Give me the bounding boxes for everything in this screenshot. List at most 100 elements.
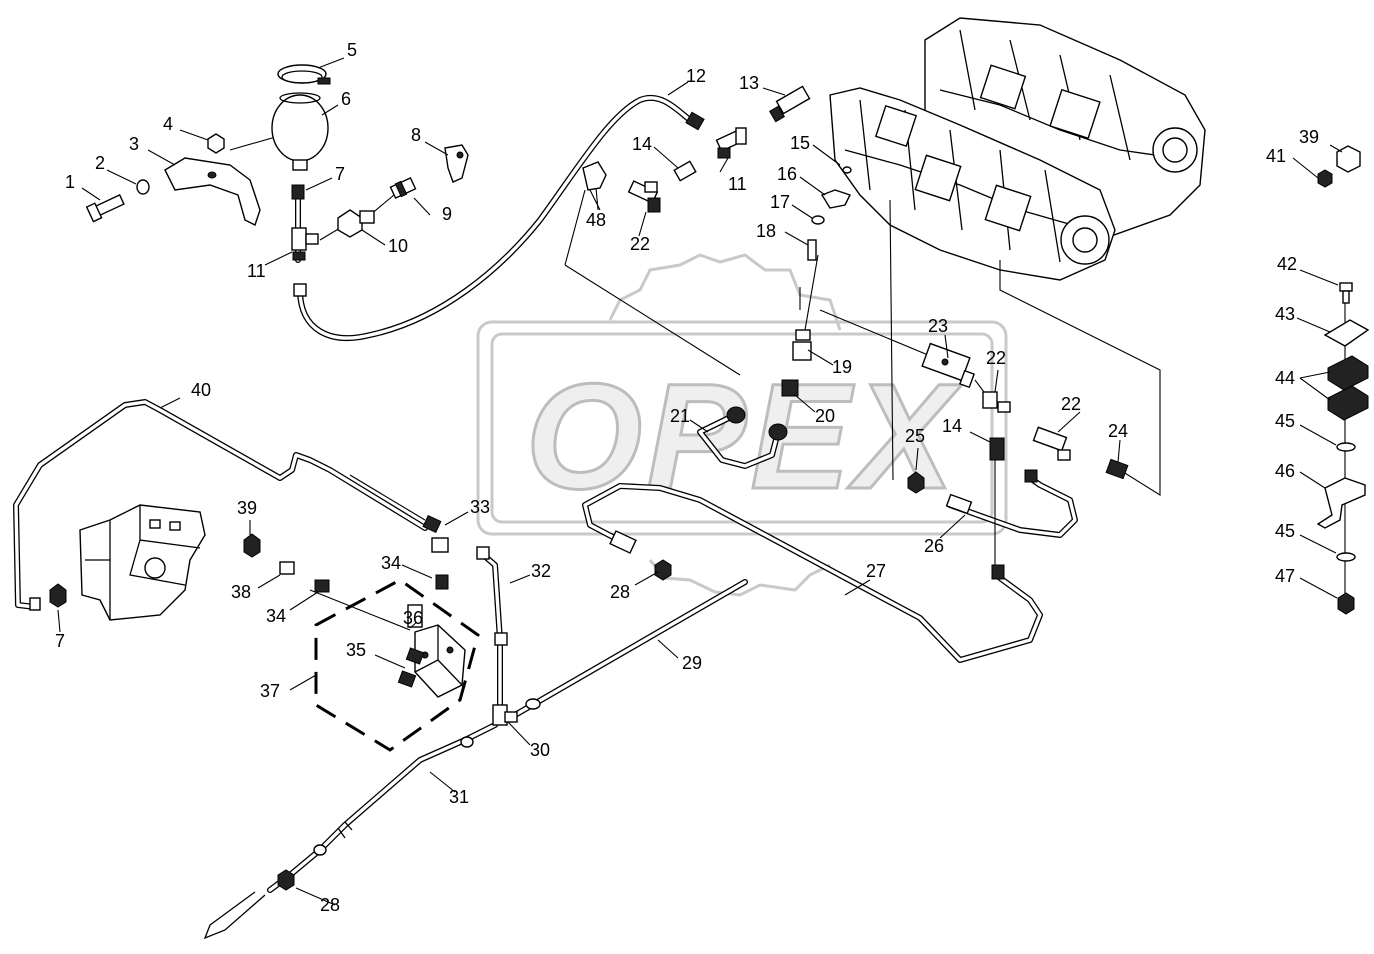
callout-42: 42 [1277,254,1297,274]
callout-10: 10 [388,236,408,256]
callout-22-right: 22 [1061,394,1081,414]
hydraulic-pump-assembly [829,17,1206,281]
valve-block-left [79,504,206,621]
callout-12: 12 [686,66,706,86]
callout-5: 5 [347,40,357,60]
nut-25 [907,471,925,494]
callout-35: 35 [346,640,366,660]
callout-41: 41 [1266,146,1286,166]
callout-3: 3 [129,134,139,154]
callout-29: 29 [682,653,702,673]
tee-22-top [627,180,661,213]
callout-labels: 1 2 3 4 5 6 7 7 8 9 10 11 11 12 13 14 14… [55,40,1319,915]
tee-11-right [715,127,747,159]
nut-47 [1337,592,1355,615]
washer-2 [136,179,150,195]
connector-13 [768,85,811,123]
fitting-7-left [29,583,67,611]
fitting-14-right [989,437,1005,461]
callout-17: 17 [770,192,790,212]
callout-6: 6 [341,89,351,109]
callout-40: 40 [191,380,211,400]
bolt-18 [807,239,817,261]
fitting-19 [792,329,812,361]
callout-7-top: 7 [335,164,345,184]
watermark: OPEX [476,253,1008,597]
block-23 [921,342,975,389]
nut-4 [207,133,225,154]
clip-8 [444,144,469,183]
bracket-46 [1316,477,1366,529]
callout-26: 26 [924,536,944,556]
clamp-44 [1327,355,1369,421]
callout-14-top: 14 [632,134,652,154]
fitting-38 [279,561,295,575]
callout-27: 27 [866,561,886,581]
tee-22-far-right [1032,426,1071,461]
fitting-28-top [654,559,672,581]
callout-18: 18 [756,221,776,241]
fittings [29,64,1370,940]
callout-22-top: 22 [630,234,650,254]
callout-19: 19 [832,357,852,377]
callout-34-left: 34 [266,606,286,626]
callout-37: 37 [260,681,280,701]
washer-15 [842,166,852,174]
callout-20: 20 [815,406,835,426]
fitting-7-top [291,184,305,200]
tee-11-left [291,227,319,297]
callout-39-left: 39 [237,498,257,518]
fitting-35-top [405,647,425,665]
nut-39-left [243,533,261,558]
bracket-16 [820,189,851,209]
callout-11-right: 11 [728,174,747,194]
pipe-40 [13,399,428,610]
elbow-33 [422,514,449,553]
tee-30 [492,704,518,726]
plate-43 [1323,319,1370,347]
nut-41 [1317,169,1333,188]
callout-leaders [57,57,1343,906]
bolt-42 [1339,282,1353,304]
callout-8: 8 [411,125,421,145]
group-37-outline [314,578,480,752]
callout-2: 2 [95,153,105,173]
fitting-28-bottom [277,869,295,891]
fitting-20 [781,379,799,397]
watermark-frame-outer [476,320,1008,536]
callout-28-top: 28 [610,582,630,602]
callout-46: 46 [1275,461,1295,481]
callout-1: 1 [65,172,75,192]
callout-45-bottom: 45 [1275,521,1295,541]
callout-34-top: 34 [381,553,401,573]
fitting-34-left [314,579,330,593]
callout-14-right: 14 [942,416,962,436]
callout-21: 21 [670,406,690,426]
fitting-35-bottom [397,670,417,688]
callout-16: 16 [777,164,797,184]
assembly-lines [229,129,1346,631]
callout-45-top: 45 [1275,411,1295,431]
accumulator-6 [271,92,329,171]
tee-22-right [982,391,1011,413]
callout-38: 38 [231,582,251,602]
fitting-9 [389,176,417,200]
callout-44: 44 [1275,368,1295,388]
callout-30: 30 [530,740,550,760]
callout-23: 23 [928,316,948,336]
callout-7-left: 7 [55,631,65,651]
callout-31: 31 [449,787,469,807]
washer-45-bottom [1336,552,1356,562]
callout-11-left: 11 [247,261,266,281]
washer-45-top [1336,442,1356,452]
callout-36: 36 [403,608,423,628]
elbow-48 [582,161,607,191]
callout-28-bottom: 28 [320,895,340,915]
callout-15: 15 [790,133,810,153]
callout-13: 13 [739,73,759,93]
fitting-24 [1105,458,1129,480]
fitting-10 [337,209,375,238]
callout-47: 47 [1275,566,1295,586]
bracket-3 [164,157,261,226]
